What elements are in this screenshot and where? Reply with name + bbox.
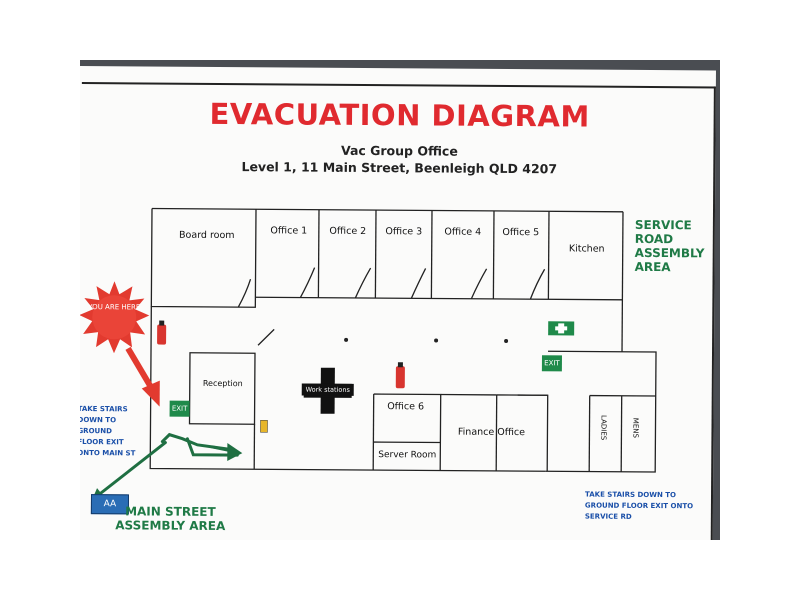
photo-frame: EVACUATION DIAGRAM Vac Group Office Leve… bbox=[80, 60, 720, 540]
instruction-service-road: TAKE STAIRS DOWN TO GROUND FLOOR EXIT ON… bbox=[584, 490, 694, 521]
room-office-4: Office 4 bbox=[444, 226, 482, 238]
instruction-main-street: TAKE STAIRS DOWN TO GROUND FLOOR EXIT ON… bbox=[80, 404, 136, 458]
service-road-assembly-area: SERVICE ROAD ASSEMBLY AREA bbox=[634, 217, 705, 275]
room-reception: Reception bbox=[202, 378, 243, 389]
evacuation-sign: EVACUATION DIAGRAM Vac Group Office Leve… bbox=[80, 66, 716, 540]
room-office-2: Office 2 bbox=[329, 225, 367, 238]
room-work-stations: Work stations bbox=[301, 383, 354, 396]
fire-extinguisher-icon bbox=[157, 320, 167, 345]
exit-sign-left: EXIT bbox=[169, 400, 190, 417]
you-are-here-label: YOU ARE HERE bbox=[88, 303, 141, 312]
room-office-6: Office 6 bbox=[387, 401, 425, 413]
room-mens: MENS bbox=[631, 417, 640, 438]
exit-sign-right: EXIT bbox=[541, 355, 562, 372]
main-street-assembly-area: MAIN STREET ASSEMBLY AREA bbox=[115, 504, 226, 534]
room-server-room: Server Room bbox=[378, 450, 437, 461]
floor-plan bbox=[90, 207, 657, 503]
room-finance-office: Finance Office bbox=[457, 426, 526, 439]
room-office-5: Office 5 bbox=[502, 226, 540, 239]
room-kitchen: Kitchen bbox=[568, 243, 605, 255]
first-aid-icon bbox=[548, 321, 575, 336]
red-pointer-arrow bbox=[125, 346, 160, 407]
room-ladies: LADIES bbox=[599, 415, 608, 441]
you-are-here-starburst-icon bbox=[80, 281, 150, 354]
room-office-1: Office 1 bbox=[270, 225, 308, 237]
room-board-room: Board room bbox=[179, 229, 235, 242]
room-office-3: Office 3 bbox=[385, 226, 423, 238]
fire-extinguisher-icon bbox=[395, 362, 405, 389]
warning-sign bbox=[260, 420, 268, 433]
